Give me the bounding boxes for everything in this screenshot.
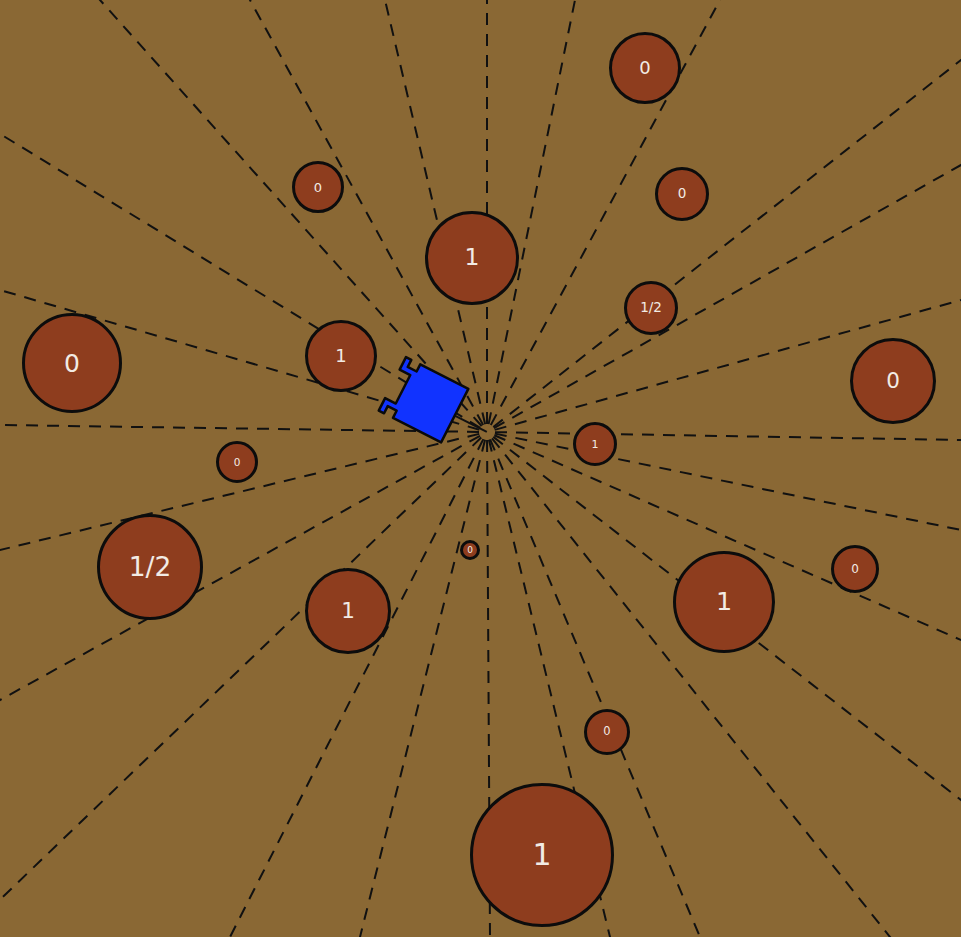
rock-circle: 0	[460, 540, 480, 560]
cost-value: 1	[716, 589, 732, 615]
dashed-ray	[489, 0, 767, 424]
rock-circle: 0	[584, 709, 630, 755]
rock-circle: 0	[292, 161, 344, 213]
dashed-ray	[0, 439, 483, 937]
dashed-ray	[495, 56, 961, 429]
rock-circle: 1	[305, 568, 391, 654]
dashed-ray	[494, 0, 961, 428]
rock-circle: 1	[673, 551, 775, 653]
rock-circle: 1/2	[97, 514, 203, 620]
cost-value: 1	[341, 600, 355, 622]
dashed-ray	[0, 434, 479, 762]
dashed-ray	[0, 438, 481, 937]
dashed-ray	[0, 436, 480, 937]
rock-circle: 1	[573, 422, 617, 466]
rover-symbol	[379, 357, 501, 459]
cost-value: 0	[603, 726, 610, 738]
dashed-ray	[146, 440, 485, 937]
cost-value: 0	[639, 59, 650, 77]
rock-circle: 0	[22, 313, 122, 413]
dashed-ray	[493, 0, 961, 427]
rock-circle: 0	[850, 338, 936, 424]
dashed-ray	[495, 432, 961, 455]
heading-line	[455, 416, 487, 432]
cost-value: 1	[592, 439, 599, 450]
cost-value: 1	[532, 840, 551, 870]
cost-value: 0	[467, 546, 473, 555]
cost-value: 0	[314, 181, 322, 194]
dashed-ray	[491, 0, 961, 425]
dashed-ray	[489, 440, 818, 937]
cost-value: 1	[465, 246, 480, 270]
rock-circle: 0	[216, 441, 258, 483]
cost-value: 0	[64, 351, 80, 376]
rock-circle: 0	[609, 32, 681, 104]
rover-body	[379, 357, 469, 442]
rock-circle: 1	[425, 211, 519, 305]
rock-circle: 1	[470, 783, 614, 927]
cost-value: 0	[234, 457, 241, 468]
dashed-ray	[486, 0, 488, 424]
cost-value: 1	[335, 347, 346, 365]
cost-value: 0	[886, 370, 900, 392]
rock-circle: 1	[305, 320, 377, 392]
cost-value: 1/2	[129, 554, 172, 581]
cost-value: 0	[678, 187, 687, 201]
dashed-ray	[165, 0, 485, 424]
rock-circle: 0	[655, 167, 709, 221]
rock-circle: 0	[831, 545, 879, 593]
cost-value: 0	[851, 563, 859, 575]
cost-value: 1/2	[640, 301, 662, 315]
rock-circle: 1/2	[624, 281, 678, 335]
dashed-ray	[495, 434, 961, 716]
